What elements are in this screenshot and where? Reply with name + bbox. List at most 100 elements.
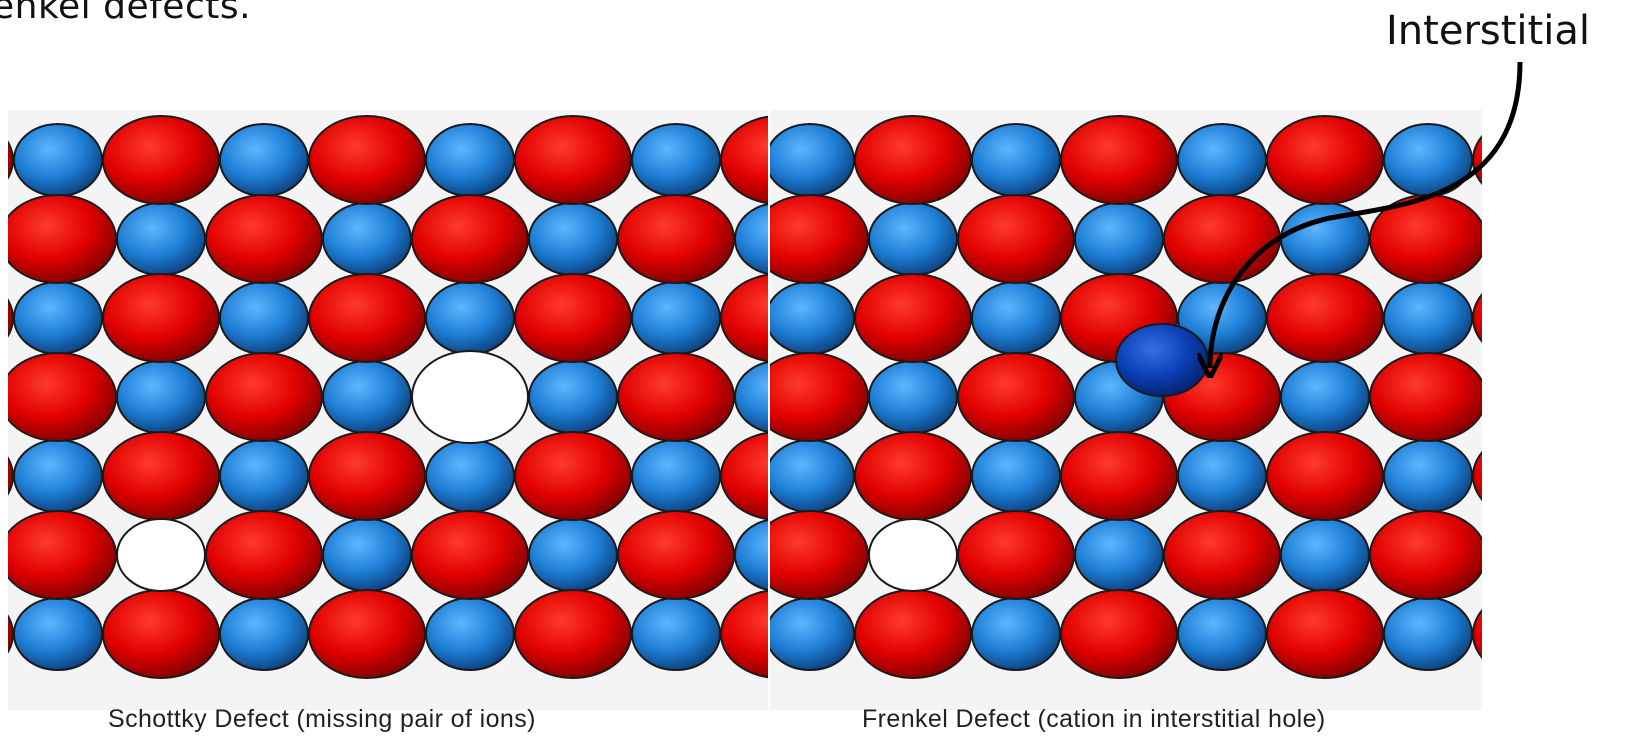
vacancy (869, 519, 957, 591)
anion-ion (515, 590, 631, 678)
anion-ion (1473, 432, 1482, 520)
anion-ion (206, 195, 322, 283)
cation-ion (972, 282, 1060, 354)
cation-ion (735, 361, 768, 433)
cation-ion (529, 519, 617, 591)
cation-ion (972, 440, 1060, 512)
schottky-lattice (8, 110, 768, 710)
cation-ion (14, 598, 102, 670)
cation-ion (220, 440, 308, 512)
cation-ion (1281, 203, 1369, 275)
anion-ion (8, 116, 13, 204)
cation-ion (632, 440, 720, 512)
anion-ion (8, 195, 116, 283)
cation-ion (426, 282, 514, 354)
interstitial-cation (1116, 324, 1208, 396)
cation-ion (117, 361, 205, 433)
anion-ion (103, 116, 219, 204)
anion-ion (8, 511, 116, 599)
cation-ion (869, 361, 957, 433)
cation-ion (1178, 124, 1266, 196)
anion-ion (8, 590, 13, 678)
anion-ion (515, 432, 631, 520)
anion-ion (515, 274, 631, 362)
anion-ion (721, 274, 768, 362)
cation-ion (1384, 440, 1472, 512)
cation-ion (529, 203, 617, 275)
anion-ion (8, 274, 13, 362)
anion-ion (1267, 274, 1383, 362)
cation-ion (1281, 361, 1369, 433)
anion-ion (855, 116, 971, 204)
anion-ion (309, 116, 425, 204)
cation-ion (323, 203, 411, 275)
anion-ion (1370, 353, 1482, 441)
anion-ion (206, 511, 322, 599)
vacancy (117, 519, 205, 591)
cation-ion (632, 598, 720, 670)
cation-ion (770, 124, 854, 196)
cation-ion (770, 598, 854, 670)
cation-ion (426, 440, 514, 512)
anion-ion (721, 432, 768, 520)
anion-ion (1061, 432, 1177, 520)
anion-ion (309, 590, 425, 678)
interstitial-label: Interstitial (1386, 8, 1590, 54)
frenkel-caption: Frenkel Defect (cation in interstitial h… (862, 705, 1326, 741)
anion-ion (1267, 116, 1383, 204)
anion-ion (1370, 195, 1482, 283)
cation-ion (1384, 598, 1472, 670)
vacancy (412, 351, 528, 443)
anion-ion (958, 511, 1074, 599)
anion-ion (1061, 590, 1177, 678)
cation-ion (735, 203, 768, 275)
anion-ion (958, 353, 1074, 441)
cation-ion (220, 124, 308, 196)
anion-ion (855, 432, 971, 520)
anion-ion (1473, 274, 1482, 362)
anion-ion (1473, 590, 1482, 678)
anion-ion (412, 511, 528, 599)
cation-ion (323, 361, 411, 433)
anion-ion (855, 590, 971, 678)
anion-ion (103, 590, 219, 678)
anion-ion (309, 274, 425, 362)
cation-ion (426, 598, 514, 670)
anion-ion (8, 432, 13, 520)
anion-ion (855, 274, 971, 362)
cation-ion (426, 124, 514, 196)
cation-ion (323, 519, 411, 591)
cation-ion (1075, 203, 1163, 275)
cation-ion (972, 124, 1060, 196)
cation-ion (1178, 440, 1266, 512)
cation-ion (770, 282, 854, 354)
anion-ion (1267, 432, 1383, 520)
cation-ion (1178, 598, 1266, 670)
cation-ion (1384, 282, 1472, 354)
cation-ion (529, 361, 617, 433)
anion-ion (618, 511, 734, 599)
intro-text: enkel defects. (0, 0, 251, 27)
cation-ion (632, 282, 720, 354)
anion-ion (8, 353, 116, 441)
cation-ion (770, 440, 854, 512)
anion-ion (721, 590, 768, 678)
schottky-caption: Schottky Defect (missing pair of ions) (108, 705, 536, 741)
frenkel-lattice (770, 110, 1482, 710)
cation-ion (972, 598, 1060, 670)
cation-ion (117, 203, 205, 275)
anion-ion (770, 195, 868, 283)
cation-ion (220, 282, 308, 354)
anion-ion (770, 511, 868, 599)
cation-ion (869, 203, 957, 275)
cation-ion (735, 519, 768, 591)
cation-ion (1281, 519, 1369, 591)
cation-ion (1384, 124, 1472, 196)
anion-ion (958, 195, 1074, 283)
cation-ion (220, 598, 308, 670)
anion-ion (1267, 590, 1383, 678)
anion-ion (515, 116, 631, 204)
cation-ion (14, 282, 102, 354)
anion-ion (412, 195, 528, 283)
anion-ion (770, 353, 868, 441)
